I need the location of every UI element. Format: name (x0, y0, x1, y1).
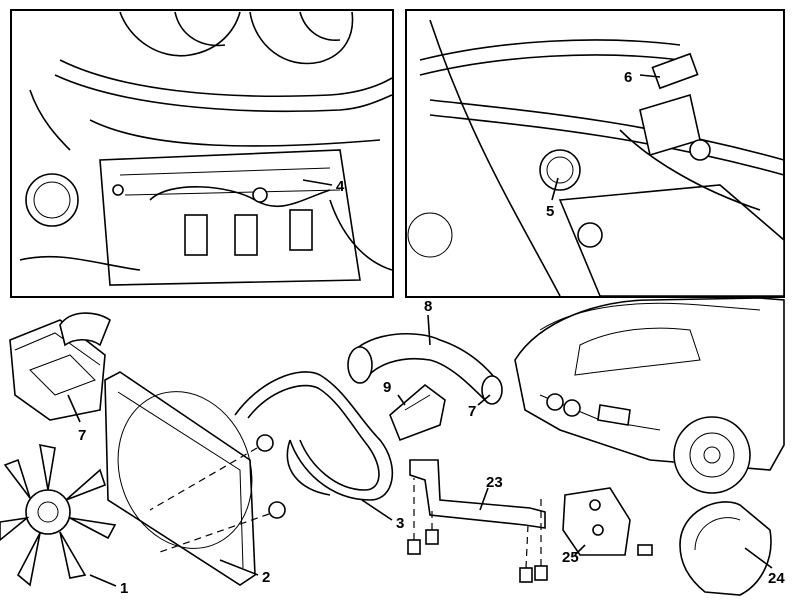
drive-belt-icon (234, 371, 394, 501)
callout-7b: 7 (468, 403, 476, 420)
fan-icon (0, 443, 117, 587)
bolt-icon (256, 434, 286, 519)
hose-icon (19, 89, 393, 271)
fan-shroud-icon (104, 371, 256, 586)
callout-3: 3 (396, 515, 404, 532)
cover-plate-icon (562, 487, 653, 556)
callout-7a: 7 (78, 427, 86, 444)
callout-2: 2 (262, 569, 270, 586)
callout-25: 25 (562, 549, 579, 566)
bracket-icon (409, 459, 546, 529)
engine-block-icon (407, 129, 785, 297)
fuel-cap-icon (539, 149, 581, 191)
callout-5: 5 (546, 203, 554, 220)
callout-9: 9 (383, 379, 391, 396)
mass-air-flow-sensor-icon (389, 383, 446, 442)
oil-filler-cap-icon (25, 173, 79, 227)
callout-6: 6 (624, 69, 632, 86)
engine-cover-icon (99, 149, 361, 286)
callout-24: 24 (768, 570, 785, 587)
callout-8: 8 (424, 298, 432, 315)
top-right-engine-panel: 6 5 (405, 9, 785, 298)
bolt-icon (407, 529, 548, 583)
fuel-line-icon (419, 19, 785, 297)
wheel-liner-icon (679, 501, 772, 596)
intake-manifold-icon (54, 11, 393, 147)
callout-23: 23 (486, 474, 503, 491)
top-left-engine-panel: 4 (10, 9, 394, 298)
callout-1: 1 (120, 580, 128, 597)
vehicle-icon (514, 297, 785, 494)
air-filter-housing-icon (9, 312, 111, 421)
callout-4: 4 (336, 178, 345, 195)
